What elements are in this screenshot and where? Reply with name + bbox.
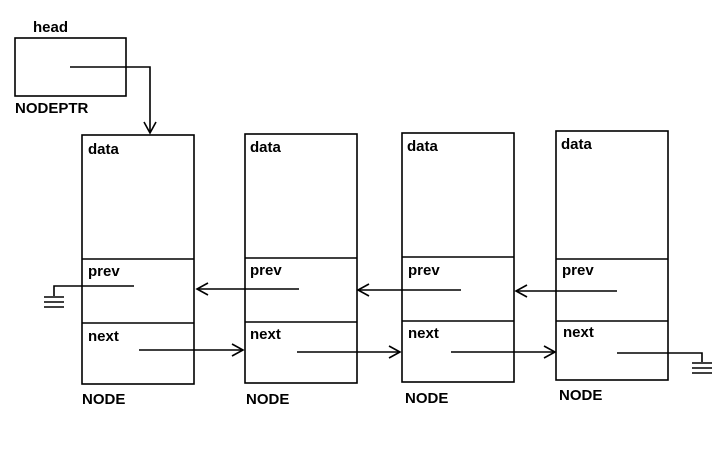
node-1-prev-label: prev bbox=[88, 263, 120, 280]
node-2-caption: NODE bbox=[246, 391, 290, 408]
node-4 bbox=[555, 130, 669, 381]
node-4-prev-label: prev bbox=[562, 262, 594, 279]
node-3-prev-label: prev bbox=[408, 262, 440, 279]
ground-icon bbox=[44, 296, 64, 308]
head-label: head bbox=[33, 19, 69, 36]
node-3 bbox=[401, 132, 515, 383]
node-1-caption: NODE bbox=[82, 391, 126, 408]
node-3-next-label: next bbox=[408, 325, 439, 342]
node-2-next-label: next bbox=[250, 326, 281, 343]
node-3-caption: NODE bbox=[405, 390, 449, 407]
ground-icon bbox=[692, 362, 712, 374]
node-1-next-label: next bbox=[88, 328, 119, 345]
node-4-caption: NODE bbox=[559, 387, 603, 404]
head-link-line bbox=[70, 66, 157, 135]
nodeptr-label: NODEPTR bbox=[15, 100, 89, 117]
node-4-data-label: data bbox=[561, 136, 592, 153]
node-4-next-label: next bbox=[563, 324, 594, 341]
node-2 bbox=[244, 133, 358, 384]
node-4-next-null-line bbox=[617, 352, 703, 362]
node-2-data-label: data bbox=[250, 139, 281, 156]
node-1-prev-null-line bbox=[53, 285, 134, 296]
node-3-data-label: data bbox=[407, 138, 438, 155]
node-1-data-label: data bbox=[88, 141, 119, 158]
node-2-prev-label: prev bbox=[250, 262, 282, 279]
node-1 bbox=[81, 134, 195, 385]
node-4-box bbox=[555, 130, 669, 381]
